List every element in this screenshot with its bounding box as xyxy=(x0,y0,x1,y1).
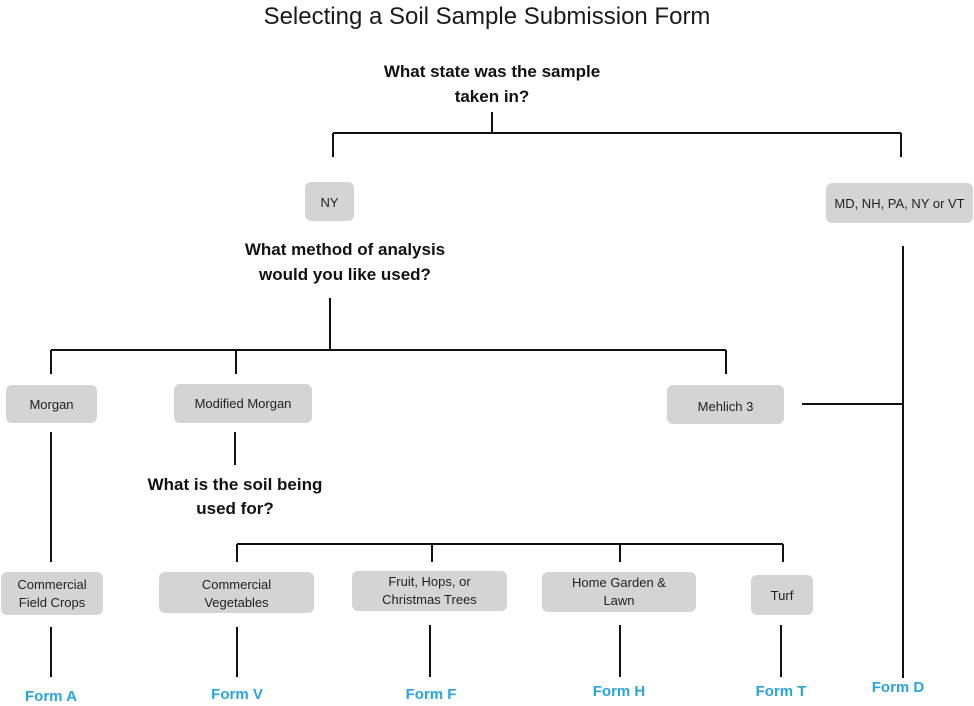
question-state-line-1: What state was the sample xyxy=(384,62,600,81)
question-method: What method of analysis would you like u… xyxy=(245,240,445,284)
option-vegetables-line-1: Commercial xyxy=(202,577,271,592)
question-use: What is the soil being used for? xyxy=(148,475,323,518)
option-vegetables-box xyxy=(159,572,314,613)
form-t-label: Form T xyxy=(756,683,807,700)
option-mehlich: Mehlich 3 xyxy=(667,385,784,424)
option-fruit-line-2: Christmas Trees xyxy=(382,592,477,607)
diagram-title: Selecting a Soil Sample Submission Form xyxy=(264,3,711,30)
question-method-line-1: What method of analysis xyxy=(245,240,445,259)
option-ny: NY xyxy=(305,182,354,221)
option-other-states-label: MD, NH, PA, NY or VT xyxy=(834,196,964,211)
option-turf-label: Turf xyxy=(771,588,794,603)
option-ny-label: NY xyxy=(320,195,338,210)
form-f-label: Form F xyxy=(406,686,457,703)
form-h-label: Form H xyxy=(593,683,646,700)
option-modified-morgan-label: Modified Morgan xyxy=(195,396,292,411)
option-fruit: Fruit, Hops, or Christmas Trees xyxy=(352,571,507,611)
option-ny-box xyxy=(305,182,354,221)
question-state-line-2: taken in? xyxy=(455,87,530,106)
option-mehlich-label: Mehlich 3 xyxy=(698,399,754,414)
option-garden-line-2: Lawn xyxy=(603,593,634,608)
option-morgan: Morgan xyxy=(6,385,97,423)
option-vegetables: Commercial Vegetables xyxy=(159,572,314,613)
option-field-crops: Commercial Field Crops xyxy=(1,572,103,615)
option-mehlich-box xyxy=(667,385,784,424)
option-turf-box xyxy=(751,575,813,615)
option-fruit-box xyxy=(352,571,507,611)
option-vegetables-line-2: Vegetables xyxy=(204,595,269,610)
option-other-states: MD, NH, PA, NY or VT xyxy=(826,183,973,223)
option-fruit-line-1: Fruit, Hops, or xyxy=(388,574,471,589)
form-a-label: Form A xyxy=(25,688,77,705)
form-d-label: Form D xyxy=(872,679,925,696)
question-method-line-2: would you like used? xyxy=(258,265,431,284)
option-other-states-box xyxy=(826,183,973,223)
option-morgan-box xyxy=(6,385,97,423)
question-state: What state was the sample taken in? xyxy=(384,62,600,106)
option-turf: Turf xyxy=(751,575,813,615)
connector-lines xyxy=(50,112,904,678)
option-garden: Home Garden & Lawn xyxy=(542,572,696,612)
option-morgan-label: Morgan xyxy=(29,397,73,412)
question-use-line-2: used for? xyxy=(196,499,273,518)
option-modified-morgan: Modified Morgan xyxy=(174,384,312,423)
question-use-line-1: What is the soil being xyxy=(148,475,323,494)
option-modified-morgan-box xyxy=(174,384,312,423)
form-v-label: Form V xyxy=(211,686,263,703)
option-field-crops-box xyxy=(1,572,103,615)
option-garden-box xyxy=(542,572,696,612)
option-field-crops-line-2: Field Crops xyxy=(19,595,86,610)
option-field-crops-line-1: Commercial xyxy=(17,577,86,592)
option-garden-line-1: Home Garden & xyxy=(572,575,666,590)
